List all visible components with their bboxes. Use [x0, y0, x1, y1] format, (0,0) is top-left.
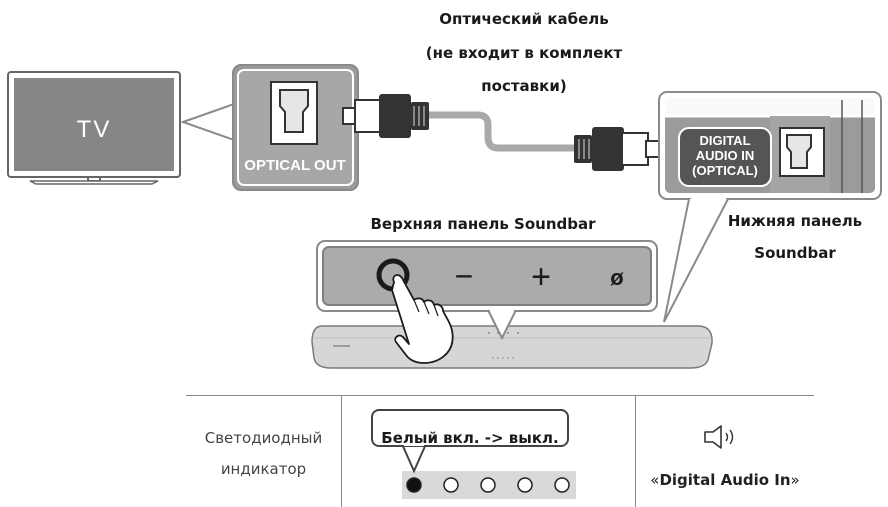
optical-out-panel: OPTICAL OUT	[232, 64, 359, 191]
right-plug-tip	[645, 140, 661, 158]
right-plug-body	[592, 127, 624, 171]
digital-audio-in-label-box	[678, 127, 772, 187]
audio-mode-label: «Digital Audio In»	[636, 471, 814, 489]
volume-up-button[interactable]: +	[531, 258, 551, 296]
row-label-line1: Светодиодный	[204, 429, 323, 447]
digital-audio-in-line1: DIGITAL	[699, 133, 750, 148]
mic-mute-button[interactable]: ø	[610, 265, 624, 290]
soundbar-body	[311, 325, 713, 369]
top-panel-callout: − + ø	[316, 240, 658, 341]
led-indicator-cell	[371, 409, 576, 499]
bottom-panel-title-line2: Soundbar	[754, 244, 836, 262]
tv-callout-pointer	[179, 102, 235, 142]
led-callout-text: Белый вкл. -> выкл.	[381, 429, 559, 447]
digital-audio-in-line3: (OPTICAL)	[692, 163, 758, 178]
led-status-table: Светодиодный индикатор Белый вкл. -> вык…	[186, 395, 814, 507]
led-callout-box	[371, 409, 569, 447]
led-callout-pointer	[401, 443, 427, 474]
cable-wire	[421, 111, 594, 152]
soundbar	[311, 325, 713, 369]
led-dot-on	[406, 477, 422, 493]
volume-down-button[interactable]: −	[455, 258, 474, 294]
top-panel-title: Верхняя панель Soundbar	[370, 215, 596, 233]
left-plug-collar	[354, 99, 382, 133]
bottom-panel-title-line1: Нижняя панель	[727, 212, 863, 230]
digital-audio-in-line2: AUDIO IN	[696, 148, 755, 163]
tv-label: TV	[77, 116, 112, 143]
led-dot-off	[517, 477, 533, 493]
led-dot-off	[443, 477, 459, 493]
row-label-line2: индикатор	[220, 460, 307, 478]
connection-diagram: TV OPTICAL OUT	[7, 64, 882, 369]
cable-label-line1: Оптический кабель	[439, 10, 609, 28]
optical-out-label: OPTICAL OUT	[244, 157, 345, 174]
mode-close-quote: »	[790, 471, 800, 489]
top-panel-inner	[322, 246, 652, 306]
tv-screen	[14, 78, 174, 171]
tv: TV	[7, 71, 181, 185]
speaker-icon	[704, 425, 734, 449]
bottom-callout-pointer	[663, 198, 729, 323]
mode-name: Digital Audio In	[659, 471, 791, 489]
led-dots	[406, 477, 570, 493]
led-dot-off	[554, 477, 570, 493]
soundbar-bottom-panel: DIGITAL AUDIO IN (OPTICAL)	[658, 91, 882, 200]
hand-icon	[391, 274, 454, 364]
right-plug-collar	[621, 132, 649, 166]
mode-open-quote: «	[650, 471, 660, 489]
top-callout-pointer	[487, 309, 517, 341]
left-plug-body	[379, 94, 411, 138]
optical-in-port-socket	[786, 134, 812, 169]
tv-stand	[29, 180, 159, 185]
optical-cable	[342, 94, 661, 171]
cable-label-line3: поставки)	[481, 77, 567, 95]
optical-port-socket	[279, 89, 309, 133]
cable-label-line2: (не входит в комплект	[425, 44, 623, 62]
led-dot-off	[480, 477, 496, 493]
